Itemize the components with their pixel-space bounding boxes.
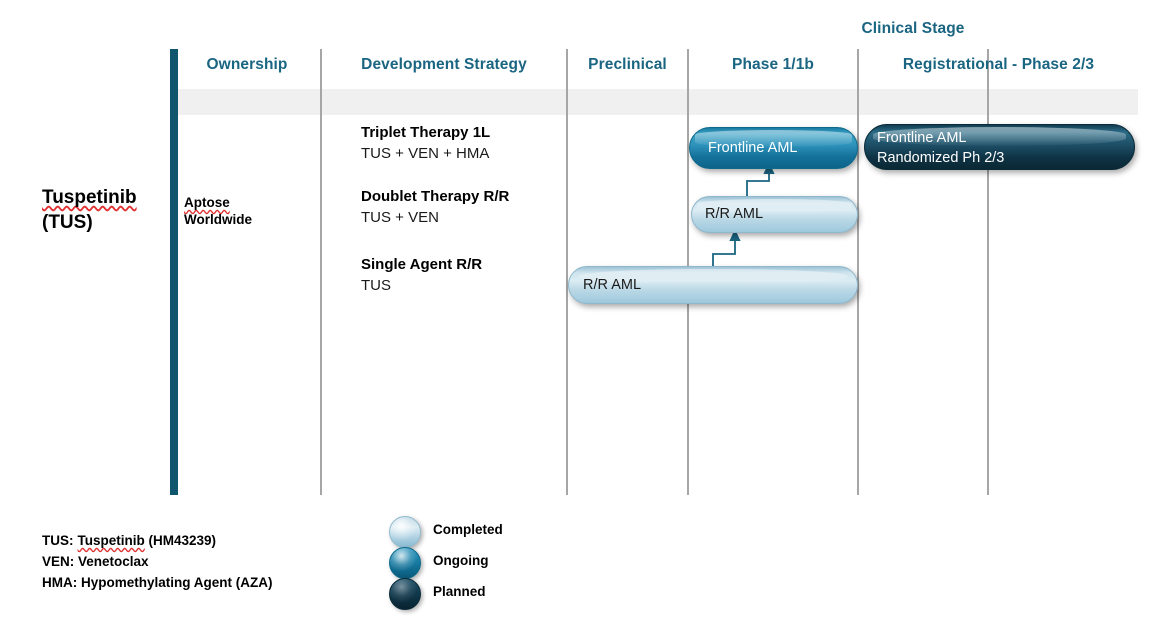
column-header-development-strategy: Development Strategy	[361, 56, 527, 73]
strategy-subtitle: TUS + VEN	[361, 209, 439, 226]
program-label-line2: Randomized Ph 2/3	[877, 150, 1005, 166]
ownership-block: Aptose Worldwide	[184, 194, 252, 228]
footnote-abbr: VEN:	[42, 554, 75, 569]
column-divider-4	[857, 49, 859, 495]
program-label: R/R AML	[705, 206, 764, 222]
strategy-single-agent: Single Agent R/R TUS	[361, 254, 482, 297]
footnote-term: Tuspetinib	[77, 533, 145, 548]
legend-swatch-ongoing-icon	[389, 547, 421, 579]
header-band	[174, 89, 1138, 115]
legend-swatch-completed-icon	[389, 516, 421, 548]
strategy-subtitle: TUS	[361, 277, 391, 294]
program-pill-rr-aml-preclinical[interactable]: R/R AML	[568, 266, 858, 304]
footnote-abbr: HMA:	[42, 575, 78, 590]
program-pill-frontline-aml-phase1[interactable]: Frontline AML	[689, 127, 858, 169]
strategy-title: Triplet Therapy 1L	[361, 124, 491, 141]
product-name-block: Tuspetinib (TUS)	[42, 185, 137, 235]
program-label: R/R AML	[583, 276, 642, 293]
product-abbreviation: (TUS)	[42, 212, 93, 233]
product-name: Tuspetinib	[42, 187, 137, 208]
strategy-subtitle: TUS + VEN + HMA	[361, 145, 490, 162]
strategy-doublet-therapy: Doublet Therapy R/R TUS + VEN	[361, 186, 509, 229]
strategy-title: Single Agent R/R	[361, 256, 483, 273]
column-header-preclinical: Preclinical	[588, 56, 667, 73]
legend-label: Completed	[433, 522, 503, 537]
ownership-company: Aptose	[184, 195, 230, 210]
column-header-phase-1-1b: Phase 1/1b	[732, 56, 814, 73]
footnote-abbr: TUS:	[42, 533, 74, 548]
program-label: Frontline AML	[708, 139, 798, 156]
footnote-definition: Venetoclax	[74, 554, 149, 569]
left-spine	[170, 49, 178, 495]
footnote-definition: Hypomethylating Agent (AZA)	[77, 575, 273, 590]
strategy-triplet-therapy: Triplet Therapy 1L TUS + VEN + HMA	[361, 122, 490, 165]
column-divider-2	[566, 49, 568, 495]
column-divider-1	[320, 49, 322, 495]
footnote-suffix: (HM43239)	[144, 533, 217, 548]
legend-label: Ongoing	[433, 553, 489, 568]
program-label-line1: Frontline AML	[877, 130, 967, 146]
column-header-registrational-phase-2-3: Registrational - Phase 2/3	[902, 56, 1095, 73]
footnote-ven: VEN: Venetoclax	[42, 554, 149, 569]
strategy-title: Doublet Therapy R/R	[361, 188, 510, 205]
column-header-ownership: Ownership	[206, 56, 288, 73]
footnote-tus: TUS:Tuspetinib (HM43239)	[42, 533, 216, 548]
clinical-stage-title: Clinical Stage	[861, 20, 965, 37]
program-pill-rr-aml-phase1[interactable]: R/R AML	[691, 196, 858, 233]
program-pill-frontline-aml-randomized[interactable]: Frontline AML Randomized Ph 2/3	[864, 124, 1135, 170]
legend-label: Planned	[433, 584, 486, 599]
ownership-scope: Worldwide	[184, 212, 253, 227]
legend-swatch-planned-icon	[389, 578, 421, 610]
column-divider-5	[987, 49, 989, 495]
footnote-hma: HMA: Hypomethylating Agent (AZA)	[42, 575, 273, 590]
